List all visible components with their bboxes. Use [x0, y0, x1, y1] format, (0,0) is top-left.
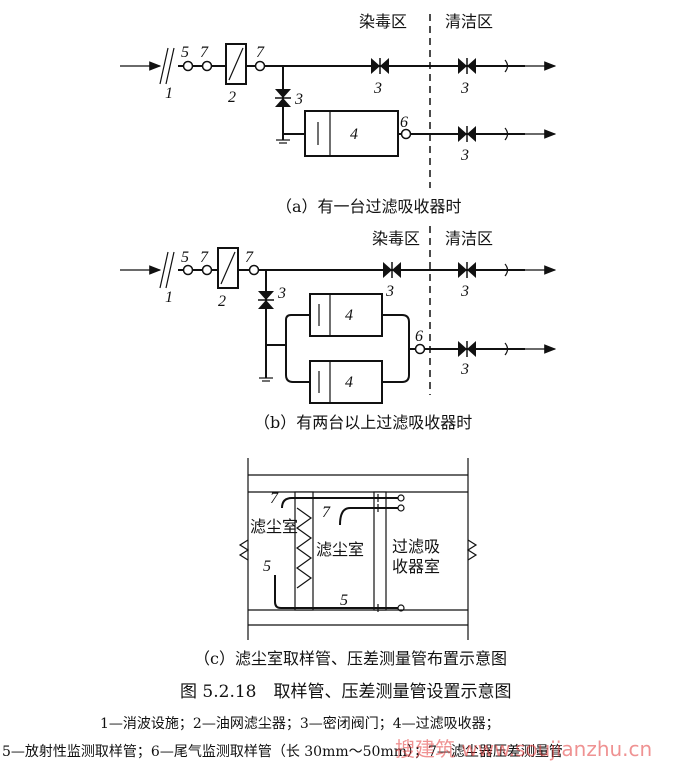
airtight-valve-3 — [457, 125, 477, 143]
airtight-valve-3 — [274, 88, 292, 108]
legend-line-1: 1—消波设施；2—油网滤尘器；3—密闭阀门；4—过滤吸收器； — [100, 715, 500, 732]
label-3: 3 — [460, 361, 469, 378]
room-filter-line1: 过滤吸 — [392, 537, 440, 556]
label-7: 7 — [270, 490, 279, 507]
caption-b: （b）有两台以上过滤吸收器时 — [254, 413, 472, 432]
label-3: 3 — [460, 147, 469, 164]
airtight-valve-3 — [457, 57, 477, 75]
label-7: 7 — [256, 44, 265, 61]
filter-absorber-4-upper — [309, 293, 383, 337]
zone-clean: 清洁区 — [445, 12, 493, 31]
airtight-valve-3 — [457, 261, 477, 279]
airtight-valve-3 — [370, 57, 390, 75]
label-6: 6 — [415, 328, 423, 345]
label-3: 3 — [460, 80, 469, 97]
zone-contaminated: 染毒区 — [359, 12, 407, 31]
room-filter-line2: 收器室 — [392, 557, 440, 576]
label-4: 4 — [345, 307, 353, 324]
exhaust-port-6 — [414, 343, 426, 355]
legend-line-2: 5—放射性监测取样管；6—尾气监测取样管（长 30mm～50mm）；7—滤尘器压… — [2, 744, 563, 760]
label-3: 3 — [373, 80, 382, 97]
exhaust-port-6 — [400, 128, 412, 140]
airtight-valve-3 — [457, 340, 477, 358]
label-7: 7 — [200, 249, 209, 266]
diagram-b: 染毒区 清洁区 1 5 7 2 7 3 3 3 4 4 6 3 （b）有两台以上… — [120, 226, 557, 432]
figure-title: 图 5.2.18 取样管、压差测量管设置示意图 — [180, 682, 511, 702]
label-5: 5 — [181, 249, 189, 266]
watermark: 搜建筑 www.soujianzhu.cn — [395, 737, 652, 761]
caption-a: （a）有一台过滤吸收器时 — [276, 197, 462, 216]
label-4: 4 — [350, 126, 358, 143]
label-7: 7 — [245, 249, 254, 266]
wave-facility-1 — [159, 251, 175, 289]
dust-filter-wall — [294, 491, 314, 611]
zone-clean: 清洁区 — [445, 229, 493, 248]
room-dust-mid: 滤尘室 — [316, 540, 364, 559]
label-3: 3 — [385, 283, 394, 300]
label-3: 3 — [277, 285, 286, 302]
airtight-valve-3 — [257, 290, 275, 310]
diagram-a: 染毒区 清洁区 1 5 7 2 7 3 3 3 4 6 3 （a）有一台过滤吸收… — [120, 12, 557, 216]
label-5: 5 — [340, 592, 348, 609]
label-5: 5 — [263, 558, 271, 575]
label-5: 5 — [181, 44, 189, 61]
wave-facility-1 — [159, 47, 175, 85]
label-6: 6 — [400, 114, 408, 131]
label-7: 7 — [200, 44, 209, 61]
label-1: 1 — [165, 85, 173, 102]
label-1: 1 — [165, 289, 173, 306]
label-4: 4 — [345, 374, 353, 391]
room-dust-left: 滤尘室 — [250, 517, 298, 536]
caption-c: （c）滤尘室取样管、压差测量管布置示意图 — [194, 649, 507, 668]
label-3: 3 — [460, 283, 469, 300]
label-7: 7 — [322, 504, 331, 521]
zone-contaminated: 染毒区 — [372, 229, 420, 248]
label-3: 3 — [294, 91, 303, 108]
label-2: 2 — [228, 89, 236, 106]
diagram-c: 7 7 5 5 滤尘室 滤尘室 过滤吸 收器室 （c）滤尘室取样管、压差测量管布… — [194, 458, 507, 668]
pressure-port-7 — [201, 60, 213, 72]
partition-wall — [373, 491, 387, 611]
sample-port-5 — [182, 60, 194, 72]
airtight-valve-3 — [382, 261, 402, 279]
label-2: 2 — [218, 293, 226, 310]
